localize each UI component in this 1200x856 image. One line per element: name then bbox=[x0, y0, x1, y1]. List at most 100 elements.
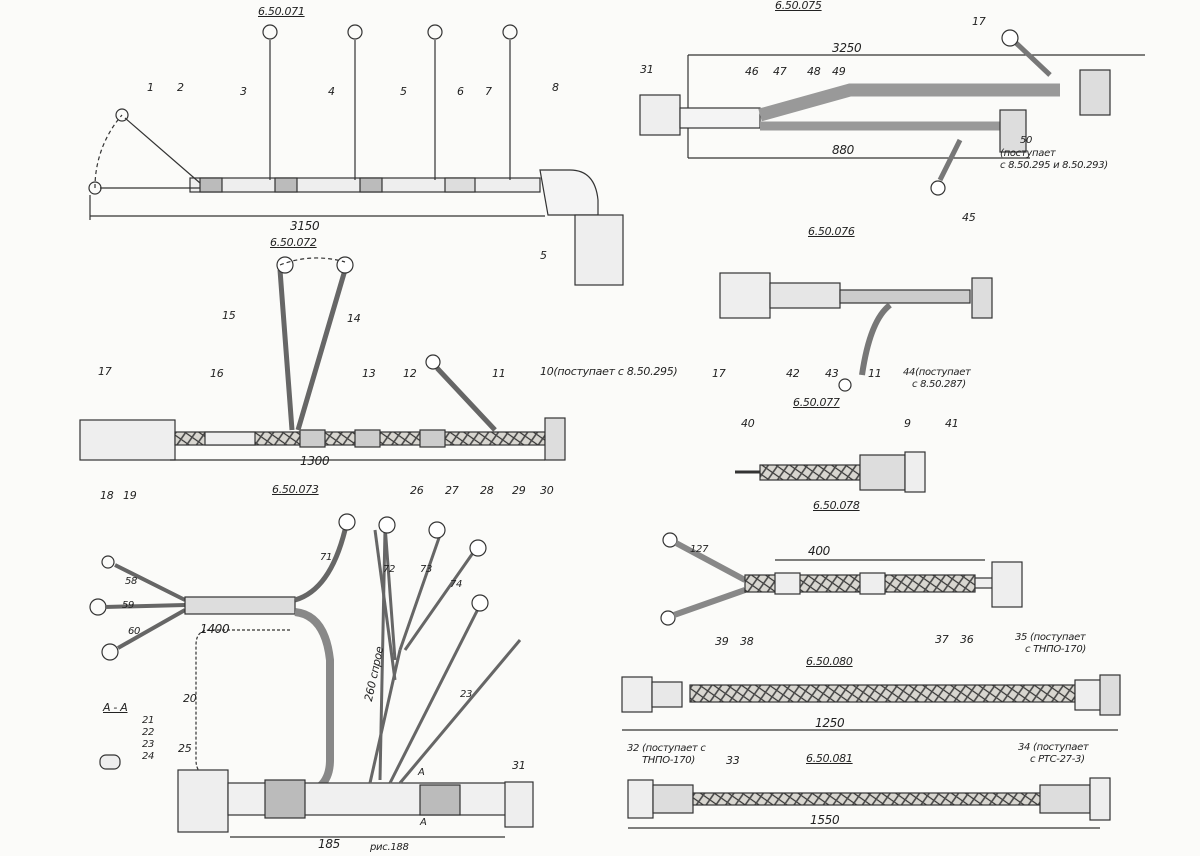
part-label: 27 bbox=[445, 484, 459, 497]
part-label: 38 bbox=[740, 635, 754, 648]
part-label: 11 bbox=[492, 367, 506, 380]
part-35-note: с ТНПО-170) bbox=[1025, 644, 1086, 655]
part-label: 45 bbox=[962, 211, 976, 224]
assembly-code-6-50-071: 6.50.071 bbox=[258, 5, 305, 18]
dimension-1250: 1250 bbox=[815, 716, 845, 730]
part-label: 13 bbox=[362, 367, 376, 380]
part-label: 28 bbox=[480, 484, 494, 497]
assembly-code-6-50-076: 6.50.076 bbox=[808, 225, 855, 238]
part-label-32: 32 (поступает с bbox=[627, 743, 706, 754]
part-label-44: 44(поступает bbox=[903, 367, 971, 378]
part-label: 3 bbox=[240, 85, 247, 98]
harness-6-50-080 bbox=[621, 674, 1121, 731]
dimension-3150: 3150 bbox=[290, 219, 320, 233]
section-item: 21 bbox=[142, 715, 155, 726]
figure-caption: рис.188 bbox=[370, 842, 409, 853]
part-label: 15 bbox=[222, 309, 236, 322]
part-label: 19 bbox=[123, 489, 137, 502]
wire-mark: 127 bbox=[690, 544, 709, 555]
branch-lugs bbox=[262, 24, 518, 180]
part-label: 11 bbox=[868, 367, 882, 380]
part-label: 12 bbox=[403, 367, 417, 380]
part-label-34: 34 (поступает bbox=[1018, 742, 1089, 753]
connector-17 bbox=[79, 419, 176, 461]
section-title: А - А bbox=[103, 701, 128, 714]
part-label: 18 bbox=[100, 489, 114, 502]
part-label: 43 bbox=[825, 367, 839, 380]
assembly-code-6-50-077: 6.50.077 bbox=[793, 396, 840, 409]
part-label: 17 bbox=[98, 365, 112, 378]
part-label: 6 bbox=[457, 85, 464, 98]
part-50-note: (поступает bbox=[1000, 148, 1056, 159]
part-label: 46 bbox=[745, 65, 759, 78]
part-label: 8 bbox=[552, 81, 559, 94]
part-label: 37 bbox=[935, 633, 949, 646]
dimension-880: 880 bbox=[832, 143, 855, 157]
assembly-code-6-50-073: 6.50.073 bbox=[272, 483, 319, 496]
part-label: 17 bbox=[972, 15, 986, 28]
part-label: 49 bbox=[832, 65, 846, 78]
part-label: 48 bbox=[807, 65, 821, 78]
section-cut-mark: А bbox=[418, 767, 425, 778]
harness-6-50-081 bbox=[627, 777, 1111, 829]
part-label: 20 bbox=[183, 692, 197, 705]
connector-25 bbox=[177, 769, 229, 833]
part-label: 41 bbox=[945, 417, 959, 430]
wire-mark: 71 bbox=[320, 552, 333, 563]
wire-mark: 60 bbox=[128, 626, 141, 637]
part-label: 36 bbox=[960, 633, 974, 646]
part-label: 17 bbox=[712, 367, 726, 380]
connector-31 bbox=[504, 781, 534, 828]
section-item: 23 bbox=[142, 739, 155, 750]
part-label: 5 bbox=[400, 85, 407, 98]
assembly-code-6-50-081: 6.50.081 bbox=[806, 752, 853, 765]
wire-mark: 72 bbox=[383, 564, 396, 575]
dimension-400: 400 bbox=[808, 544, 831, 558]
part-label: 4 bbox=[328, 85, 335, 98]
part-label: 9 bbox=[904, 417, 911, 430]
section-item: 22 bbox=[142, 727, 155, 738]
dimension-1400: 1400 bbox=[200, 622, 230, 636]
connector-body bbox=[574, 214, 624, 286]
part-label: 14 bbox=[347, 312, 361, 325]
part-label: 1 bbox=[147, 81, 154, 94]
harness-6-50-076 bbox=[719, 272, 993, 392]
part-label: 30 bbox=[540, 484, 554, 497]
section-a-a-icon bbox=[99, 754, 121, 770]
part-label: 5 bbox=[540, 249, 547, 262]
part-label: 2 bbox=[177, 81, 184, 94]
part-label-35: 35 (поступает bbox=[1015, 632, 1086, 643]
dimension-1300: 1300 bbox=[300, 454, 330, 468]
section-item: 24 bbox=[142, 751, 155, 762]
wire-mark: 58 bbox=[125, 576, 138, 587]
part-label: 39 bbox=[715, 635, 729, 648]
dimension-185: 185 bbox=[318, 837, 341, 851]
part-44-note: с 8.50.287) bbox=[912, 379, 966, 390]
part-label: 47 bbox=[773, 65, 787, 78]
assembly-code-6-50-075: 6.50.075 bbox=[775, 0, 822, 12]
part-label: 42 bbox=[786, 367, 800, 380]
harness-400 bbox=[660, 532, 1023, 626]
part-label-50: 50 bbox=[1020, 135, 1033, 146]
part-label: 29 bbox=[512, 484, 526, 497]
part-label: 40 bbox=[741, 417, 755, 430]
dimension-3250: 3250 bbox=[832, 41, 862, 55]
connector-10 bbox=[544, 417, 566, 461]
wire-mark: 23 bbox=[460, 689, 473, 700]
part-label: 33 bbox=[726, 754, 740, 767]
elbow-connector-8 bbox=[539, 169, 599, 216]
dimension-1550: 1550 bbox=[810, 813, 840, 827]
harness-6-50-071 bbox=[88, 24, 624, 286]
assembly-code-6-50-078: 6.50.078 bbox=[813, 499, 860, 512]
harness-6-50-078 bbox=[735, 451, 926, 493]
assembly-code-6-50-072: 6.50.072 bbox=[270, 236, 317, 249]
harness-6-50-073 bbox=[89, 513, 534, 838]
part-label: 31 bbox=[512, 759, 526, 772]
part-label: 16 bbox=[210, 367, 224, 380]
harness-6-50-075 bbox=[639, 29, 1145, 196]
part-label-10: 10(поступает с 8.50.295) bbox=[540, 365, 678, 378]
wire-mark: 73 bbox=[420, 564, 433, 575]
harness-6-50-072 bbox=[79, 256, 566, 461]
